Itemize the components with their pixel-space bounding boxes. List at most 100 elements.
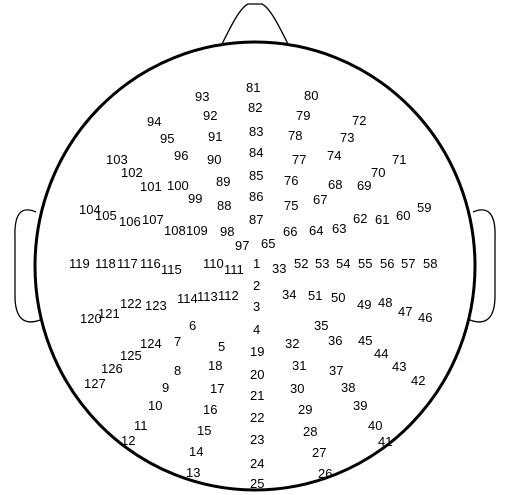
- electrode-label: 57: [401, 256, 415, 271]
- electrode-label: 63: [332, 221, 346, 236]
- electrode-label: 24: [250, 456, 264, 471]
- electrode-label: 84: [249, 145, 263, 160]
- electrode-label: 52: [294, 256, 308, 271]
- electrode-label: 93: [195, 89, 209, 104]
- electrode-label: 31: [292, 358, 306, 373]
- electrode-label: 95: [160, 131, 174, 146]
- electrode-label: 2: [253, 278, 260, 293]
- electrode-label: 118: [95, 256, 116, 271]
- electrode-label: 123: [145, 298, 167, 313]
- electrode-label: 42: [411, 373, 425, 388]
- electrode-label: 89: [216, 174, 230, 189]
- electrode-label: 66: [283, 224, 297, 239]
- electrode-label: 22: [250, 410, 264, 425]
- electrode-label: 33: [272, 261, 286, 276]
- electrode-label: 69: [357, 178, 371, 193]
- electrode-label: 27: [312, 445, 326, 460]
- electrode-label: 79: [296, 108, 310, 123]
- electrode-label: 64: [309, 223, 323, 238]
- electrode-label: 76: [284, 173, 298, 188]
- electrode-label: 102: [121, 165, 143, 180]
- electrode-label: 112: [218, 288, 239, 303]
- electrode-label: 91: [208, 129, 222, 144]
- electrode-label: 61: [375, 212, 389, 227]
- electrode-label: 109: [186, 223, 208, 238]
- electrode-label: 43: [392, 359, 406, 374]
- electrode-label: 55: [358, 256, 372, 271]
- electrode-label: 121: [98, 306, 120, 321]
- electrode-label: 74: [327, 148, 341, 163]
- electrode-label: 20: [250, 367, 264, 382]
- electrode-label: 78: [288, 128, 302, 143]
- electrode-label: 32: [285, 336, 299, 351]
- electrode-label: 125: [120, 348, 142, 363]
- electrode-label: 100: [167, 178, 189, 193]
- electrode-label: 86: [249, 189, 263, 204]
- electrode-label: 21: [250, 388, 264, 403]
- electrode-label: 97: [235, 238, 249, 253]
- electrode-label: 65: [261, 236, 275, 251]
- electrode-label: 119: [69, 256, 90, 271]
- electrode-label: 111: [224, 262, 244, 277]
- electrode-label: 30: [290, 381, 304, 396]
- electrode-label: 56: [380, 256, 394, 271]
- electrode-label: 59: [417, 200, 431, 215]
- electrode-label: 5: [218, 339, 225, 354]
- electrode-label: 98: [220, 224, 234, 239]
- electrode-label: 3: [253, 299, 260, 314]
- electrode-label: 54: [336, 256, 350, 271]
- electrode-label: 75: [284, 198, 298, 213]
- electrode-label: 15: [197, 423, 211, 438]
- electrode-label: 39: [353, 398, 367, 413]
- electrode-label: 116: [140, 256, 161, 271]
- electrode-label: 90: [207, 152, 221, 167]
- electrode-label: 11: [134, 418, 148, 433]
- electrode-label: 6: [189, 318, 196, 333]
- electrode-label: 82: [248, 100, 262, 115]
- electrode-label: 47: [398, 304, 412, 319]
- electrode-label: 83: [249, 124, 263, 139]
- electrode-label: 70: [371, 165, 385, 180]
- electrode-label: 68: [328, 177, 342, 192]
- electrode-label: 96: [174, 148, 188, 163]
- electrode-label: 80: [304, 88, 318, 103]
- electrode-label: 127: [84, 376, 106, 391]
- electrode-label: 103: [106, 152, 128, 167]
- electrode-label: 60: [396, 208, 410, 223]
- electrode-label: 19: [250, 344, 264, 359]
- electrode-label: 58: [423, 256, 437, 271]
- electrode-label: 108: [164, 223, 186, 238]
- electrode-label: 9: [162, 380, 169, 395]
- electrode-label: 18: [208, 358, 222, 373]
- electrode-label: 105: [95, 208, 117, 223]
- electrode-label: 126: [101, 361, 123, 376]
- electrode-label: 107: [142, 212, 164, 227]
- electrode-label: 94: [147, 114, 161, 129]
- electrode-label: 72: [352, 113, 366, 128]
- electrode-label: 87: [249, 212, 263, 227]
- electrode-label: 34: [282, 287, 296, 302]
- electrode-label: 36: [328, 333, 342, 348]
- electrode-label: 38: [341, 380, 355, 395]
- electrode-label: 45: [358, 333, 372, 348]
- electrode-label: 122: [120, 296, 142, 311]
- electrode-label: 62: [353, 211, 367, 226]
- electrode-label: 25: [250, 476, 264, 491]
- electrode-label: 29: [298, 402, 312, 417]
- electrode-label: 53: [315, 256, 329, 271]
- electrode-label: 106: [119, 214, 141, 229]
- electrode-label: 23: [250, 432, 264, 447]
- electrode-label: 115: [161, 262, 182, 277]
- electrode-label: 35: [314, 318, 328, 333]
- electrode-label: 17: [210, 381, 224, 396]
- electrode-label: 12: [121, 433, 135, 448]
- electrode-label: 114: [177, 291, 198, 306]
- electrode-label: 51: [308, 288, 322, 303]
- electrode-label: 14: [189, 444, 203, 459]
- electrode-label: 85: [249, 168, 263, 183]
- electrode-label: 28: [303, 424, 317, 439]
- electrode-label: 16: [203, 402, 217, 417]
- electrode-label: 10: [148, 398, 162, 413]
- electrode-label: 13: [186, 465, 200, 480]
- electrode-label: 71: [392, 152, 406, 167]
